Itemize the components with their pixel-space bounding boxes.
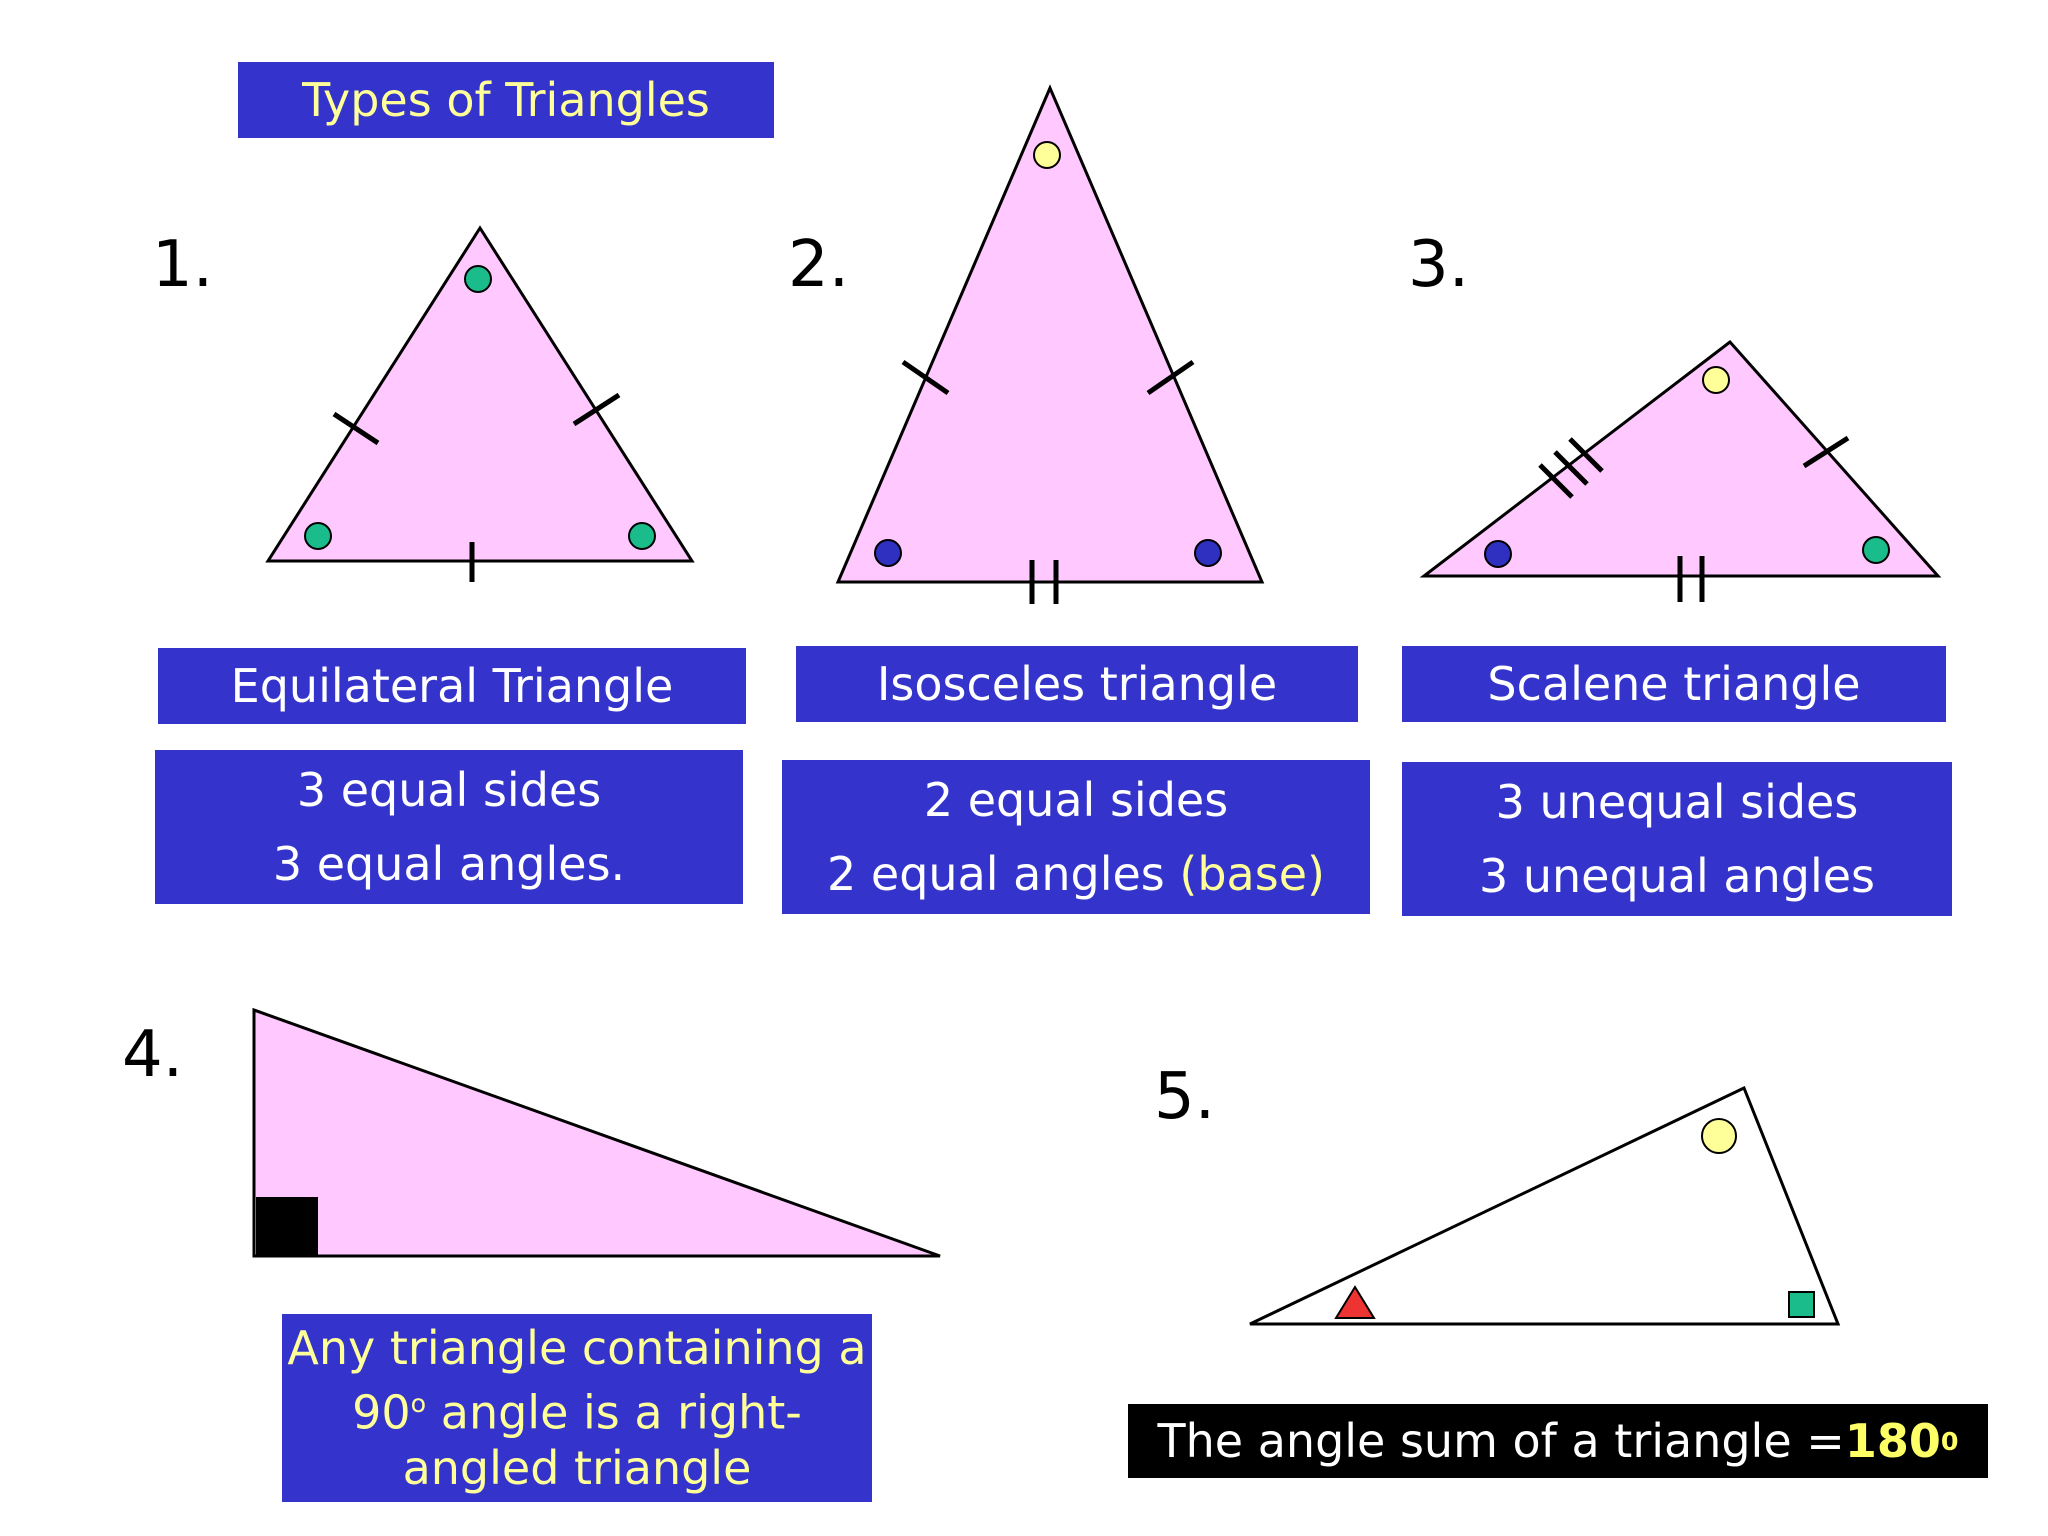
green-dot-icon [628, 522, 656, 550]
tick-mark [572, 392, 621, 427]
tick-mark [1568, 437, 1604, 473]
number-2: 2. [788, 228, 850, 302]
title-banner: Types of Triangles [238, 62, 774, 138]
ninety-text: 90 [352, 1385, 411, 1440]
isosceles-name: Isosceles triangle [876, 657, 1278, 711]
angle-sum-triangle [1249, 1085, 1841, 1326]
angle-sum-value: 180 [1844, 1414, 1941, 1468]
right-angle-line-2-rest: angle is a right- [426, 1385, 802, 1440]
tick-mark [1553, 450, 1589, 486]
scalene-angles: 3 unequal angles [1478, 849, 1876, 903]
degree-mark: o [410, 1388, 427, 1418]
isosceles-angles: 2 equal angles (base) [782, 847, 1370, 901]
scalene-sides: 3 unequal sides [1495, 775, 1859, 829]
blue-dot-icon [1484, 540, 1512, 568]
equilateral-angles: 3 equal angles. [272, 837, 626, 891]
isosceles-properties-box: 2 equal sides 2 equal angles (base) [782, 760, 1370, 914]
green-dot-icon [1862, 536, 1890, 564]
green-dot-icon [464, 265, 492, 293]
equilateral-properties-box: 3 equal sides 3 equal angles. [155, 750, 743, 904]
isosceles-name-box: Isosceles triangle [796, 646, 1358, 722]
blue-dot-icon [1194, 539, 1222, 567]
tick-mark [1146, 359, 1195, 396]
equilateral-sides: 3 equal sides [296, 763, 602, 817]
angle-sum-degree: 0 [1940, 1426, 1959, 1456]
equilateral-name-box: Equilateral Triangle [158, 648, 746, 724]
number-4: 4. [122, 1018, 184, 1092]
isosceles-base-label: (base) [1179, 847, 1325, 901]
scalene-name: Scalene triangle [1487, 657, 1861, 711]
scalene-name-box: Scalene triangle [1402, 646, 1946, 722]
green-square-icon [1788, 1291, 1815, 1318]
isosceles-sides: 2 equal sides [923, 773, 1229, 827]
scalene-properties-box: 3 unequal sides 3 unequal angles [1402, 762, 1952, 916]
number-5: 5. [1154, 1060, 1216, 1134]
tick-mark [901, 359, 950, 396]
blue-dot-icon [874, 539, 902, 567]
yellow-dot-icon [1033, 141, 1061, 169]
right-angle-line-3: angled triangle [402, 1441, 752, 1496]
tick-mark [1538, 463, 1574, 499]
tick-mark [1802, 435, 1850, 469]
yellow-dot-icon [1702, 366, 1730, 394]
angle-sum-text: The angle sum of a triangle = [1157, 1414, 1845, 1468]
right-angle-description-box: Any triangle containing a 90o angle is a… [282, 1314, 872, 1502]
black-square-icon [256, 1197, 318, 1255]
red-triangle-icon [1334, 1285, 1376, 1319]
yellow-circle-icon [1701, 1118, 1737, 1154]
green-dot-icon [304, 522, 332, 550]
page-title: Types of Triangles [302, 73, 710, 127]
number-1: 1. [152, 228, 214, 302]
right-angle-line-1: Any triangle containing a [287, 1320, 867, 1375]
equilateral-triangle [265, 225, 695, 563]
isosceles-triangle [835, 84, 1265, 584]
tick-mark [332, 411, 380, 446]
isosceles-angles-text: 2 equal angles [827, 847, 1180, 901]
right-angle-line-2: 90o angle is a right- [282, 1376, 872, 1440]
equilateral-name: Equilateral Triangle [230, 659, 674, 713]
right-angled-triangle [252, 1007, 941, 1258]
number-3: 3. [1408, 228, 1470, 302]
